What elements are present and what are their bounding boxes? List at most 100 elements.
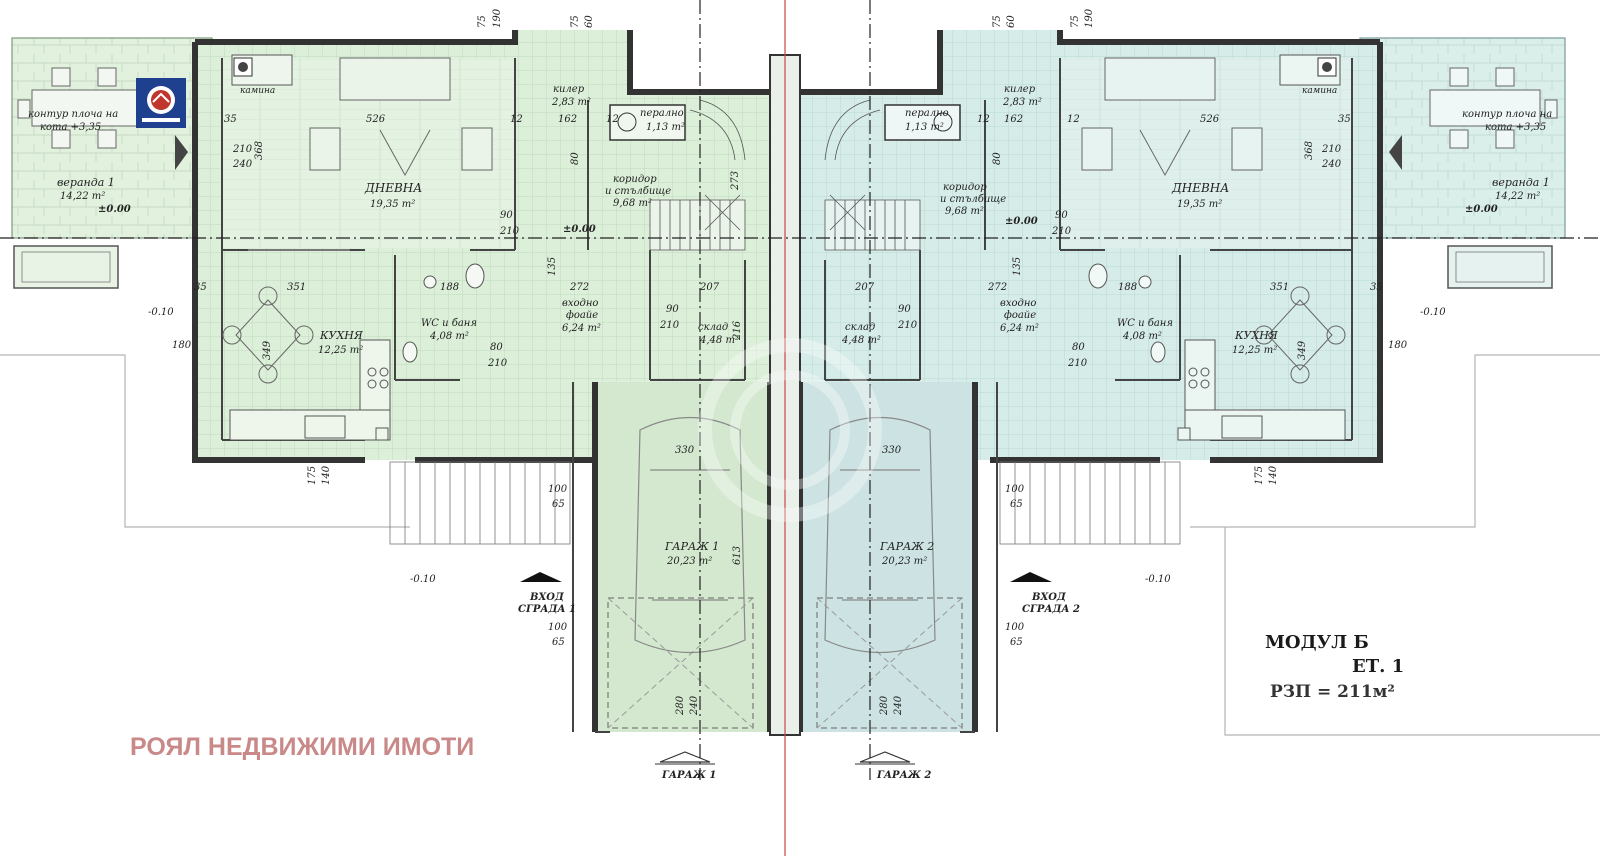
dim-80-left: 80 xyxy=(570,152,581,165)
garage-area-left: 20,23 m² xyxy=(666,556,712,567)
dim-top-60-right: 60 xyxy=(1006,15,1017,28)
garage-name-left: ГАРАЖ 1 xyxy=(664,540,719,553)
plan-title-floor: ЕТ. 1 xyxy=(1352,656,1404,677)
dim-330-left: 330 xyxy=(675,445,695,456)
watermark-logo xyxy=(698,338,882,522)
dim-100b-right: 100 xyxy=(1005,622,1025,633)
dim-135-left: 135 xyxy=(547,257,558,276)
dim-140-right: 140 xyxy=(1268,465,1279,485)
garage-area-right: 20,23 m² xyxy=(881,556,927,567)
living-area-right: 19,35 m² xyxy=(1177,199,1222,210)
outside-level-left-2: -0.10 xyxy=(410,574,436,585)
outside-level-right-1: -0.10 xyxy=(1420,307,1446,318)
wc-fixtures-right xyxy=(1088,263,1166,363)
fireplace-label-left: камина xyxy=(240,86,275,96)
dim-175-left: 175 xyxy=(307,466,318,485)
dim-240b-right: 240 xyxy=(893,695,904,716)
garage-name-right: ГАРАЖ 2 xyxy=(879,540,934,553)
storage-area-left: 4,48 m² xyxy=(699,335,739,346)
dim-216-left: 216 xyxy=(732,320,743,341)
contour-label-right-1: контур плоча на xyxy=(1462,109,1552,120)
wc-name-right: WC и баня xyxy=(1117,318,1173,329)
kitchen-table-right xyxy=(1254,286,1346,384)
foyer-line1-right: входно xyxy=(1000,298,1036,309)
veranda-step-left xyxy=(13,245,119,289)
dim-210b-left: 210 xyxy=(499,226,520,237)
contour-label-left-2: кота +3,35 xyxy=(40,122,101,133)
dim-349-left: 349 xyxy=(262,340,273,360)
kitchen-counter-right xyxy=(1177,339,1346,441)
fireplace-label-right: камина xyxy=(1302,86,1337,96)
dim-top-75b-left: 75 xyxy=(570,15,581,28)
dim-207-left: 207 xyxy=(699,282,720,293)
dim-210c-left: 210 xyxy=(659,320,680,331)
pantry-name-right: килер xyxy=(1004,84,1036,95)
watermark-text: РОЯЛ НЕДВИЖИМИ ИМОТИ xyxy=(130,733,474,761)
dim-210d-left: 210 xyxy=(487,358,508,369)
living-name-left: ДНЕВНА xyxy=(364,181,422,195)
wc-name-left: WC и баня xyxy=(421,318,477,329)
laundry-area-left: 1,13 m² xyxy=(646,122,685,133)
veranda-level-right: ±0.00 xyxy=(1465,204,1498,215)
dimension-labels: 75 190 75 60 75 60 75 190 526 162 12 12 … xyxy=(172,8,1408,716)
corridor-line2-right: и стълбище xyxy=(940,194,1006,205)
dim-90-left: 90 xyxy=(500,210,513,221)
foyer-line2-left: фоайе xyxy=(566,310,598,321)
kitchen-counter-left xyxy=(229,339,391,441)
kitchen-name-right: КУХНЯ xyxy=(1234,329,1279,342)
wc-fixtures-left xyxy=(402,263,485,363)
sofa-right xyxy=(1081,57,1263,177)
storage-name-left: склад xyxy=(698,322,728,333)
pergola-right xyxy=(999,461,1181,545)
veranda-name-right: веранда 1 xyxy=(1492,176,1550,189)
dim-top-75b-right: 75 xyxy=(1070,15,1081,28)
pantry-area-right: 2,83 m² xyxy=(1002,97,1042,108)
dim-207-right: 207 xyxy=(854,282,875,293)
wc-area-right: 4,08 m² xyxy=(1122,331,1162,342)
dim-280-right: 280 xyxy=(879,695,890,716)
dim-162-right: 162 xyxy=(1004,114,1023,125)
corridor-line1-left: коридор xyxy=(613,174,657,185)
dim-280-left: 280 xyxy=(675,695,686,716)
outside-level-left-1: -0.10 xyxy=(148,307,174,318)
laundry-name-left: перално xyxy=(640,108,684,119)
dim-368-right: 368 xyxy=(1304,141,1315,160)
dim-526-right: 526 xyxy=(1200,114,1220,125)
dim-80-right: 80 xyxy=(992,152,1003,165)
sofa-left xyxy=(248,57,493,251)
living-area-left: 19,35 m² xyxy=(370,199,415,210)
veranda-level-left: ±0.00 xyxy=(98,204,131,215)
kitchen-table-left xyxy=(222,286,314,384)
dim-12b-left: 12 xyxy=(606,114,619,125)
garage-marker-left xyxy=(659,751,711,763)
entrance-line1-left: ВХОД xyxy=(529,592,565,603)
dim-272-left: 272 xyxy=(569,282,589,293)
storage-area-right: 4,48 m² xyxy=(841,335,881,346)
dim-100-left: 100 xyxy=(548,484,568,495)
dim-188-left: 188 xyxy=(440,282,459,293)
dim-210b-right: 210 xyxy=(1051,226,1072,237)
car-right xyxy=(824,417,936,653)
dim-65-right: 65 xyxy=(1010,499,1023,510)
labels-left: контур плоча на кота +3,35 веранда 1 14,… xyxy=(28,84,739,781)
dim-368-left: 368 xyxy=(254,141,265,160)
dim-top-190-left: 190 xyxy=(492,8,503,28)
veranda-area-left: 14,22 m² xyxy=(60,191,105,202)
storage-name-right: склад xyxy=(845,322,875,333)
dim-12-left: 12 xyxy=(510,114,523,125)
dim-185-right: 35 xyxy=(1370,282,1383,293)
dim-526-left: 526 xyxy=(366,114,386,125)
foyer-area-right: 6,24 m² xyxy=(1000,323,1039,334)
site-outline xyxy=(0,354,1600,736)
dim-180-left: 180 xyxy=(172,340,192,351)
dim-top-75-right: 75 xyxy=(992,15,1003,28)
corridor-level-left: ±0.00 xyxy=(563,224,596,235)
dim-273-left: 273 xyxy=(730,171,741,191)
dim-top-75-left: 75 xyxy=(477,15,488,28)
dim-240-right: 240 xyxy=(1321,159,1342,170)
laundry-area-right: 1,13 m² xyxy=(905,122,944,133)
laundry-room-left xyxy=(609,104,686,141)
entrance-arrow-left xyxy=(520,572,562,582)
dim-35-left: 35 xyxy=(224,114,237,125)
dim-35-right: 35 xyxy=(1338,114,1351,125)
